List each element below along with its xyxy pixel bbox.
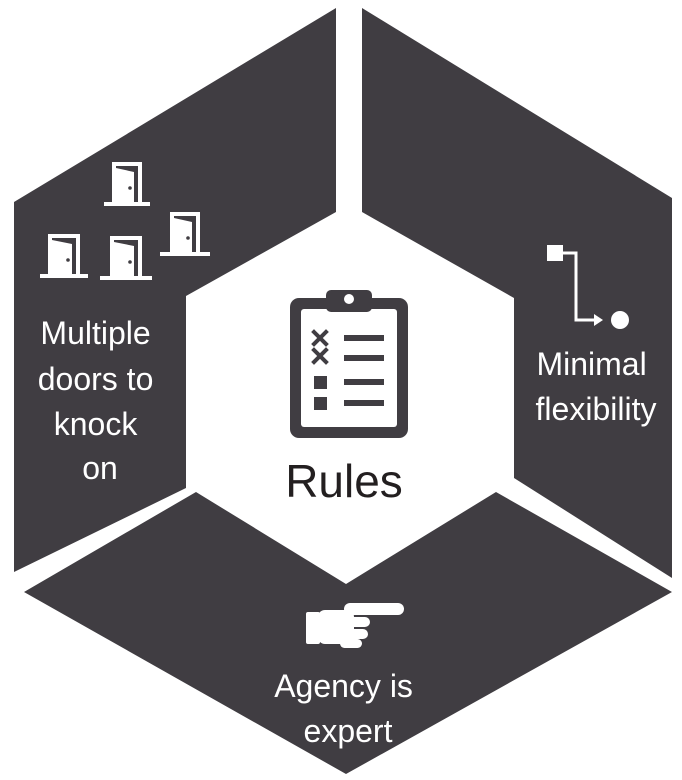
doors-icon (40, 162, 210, 280)
segment-multiple-doors: Multiple doors to knock on (14, 8, 336, 572)
route-arrow-icon (547, 245, 629, 329)
segment-left-line-1: Multiple (40, 315, 150, 351)
segment-left-shape (14, 8, 336, 572)
center-rules: Rules (285, 290, 408, 507)
pointing-hand-icon (306, 603, 404, 648)
segment-left-line-2: doors to (38, 361, 154, 397)
svg-text:Minimal flexibility: Minimal flexibility (536, 346, 657, 427)
svg-text:Agency is expert: Agency is expert (274, 668, 422, 749)
segment-left-line-4: on (82, 450, 118, 486)
segment-bottom-line-2: expert (304, 713, 393, 749)
svg-text:Multiple doors to: Multiple doors to knock on (38, 315, 163, 486)
segment-left-line-3: knock (54, 406, 139, 442)
segment-bottom-line-1: Agency is (274, 668, 413, 704)
segment-agency-expert: Agency is expert (24, 492, 672, 774)
clipboard-checklist-icon (290, 290, 408, 438)
segment-right-line-1: Minimal (536, 346, 646, 382)
segment-minimal-flexibility: Minimal flexibility (362, 8, 672, 578)
segment-right-line-2: flexibility (536, 391, 657, 427)
center-label: Rules (285, 455, 403, 507)
segment-right-shape (362, 8, 672, 578)
